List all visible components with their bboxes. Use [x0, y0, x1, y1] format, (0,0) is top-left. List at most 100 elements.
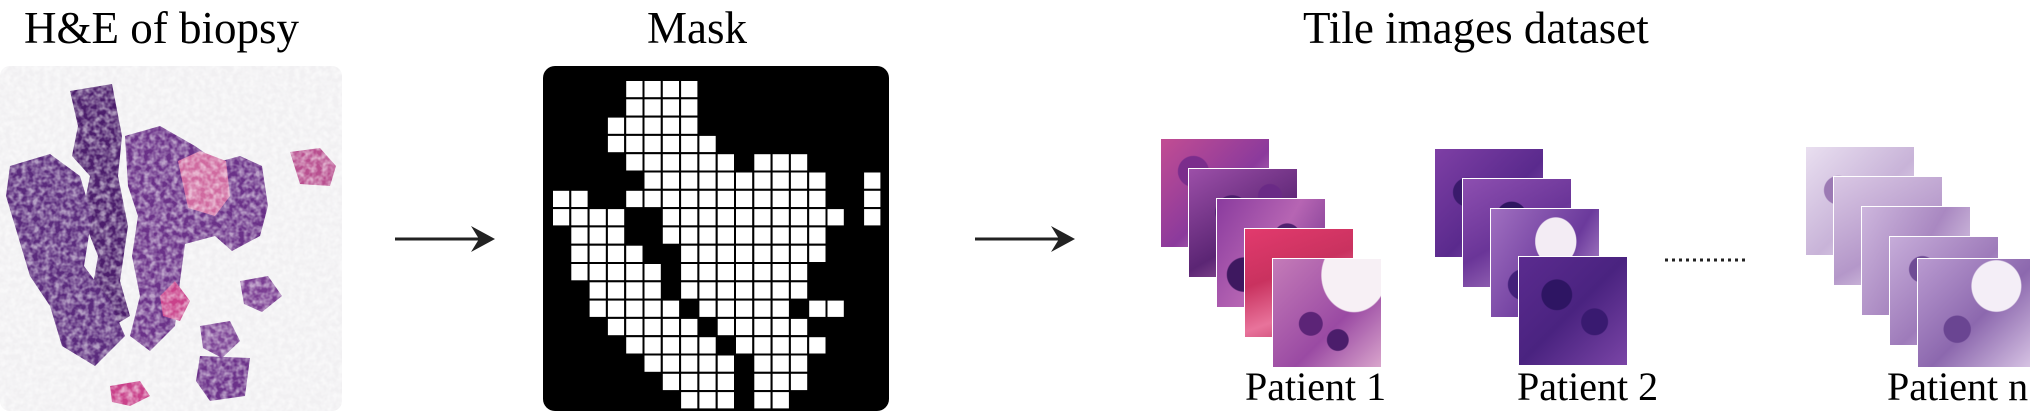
mask-cell [679, 170, 700, 191]
arrow-right-icon [395, 224, 497, 259]
mask-cell [715, 225, 736, 246]
mask-cell [807, 188, 828, 210]
patient-n-tile-stack [1805, 146, 2031, 368]
mask-cell [715, 280, 736, 301]
mask-cell [642, 97, 663, 118]
mask-cell [752, 390, 773, 411]
mask-cell [770, 280, 791, 301]
mask-cell [697, 133, 718, 155]
patient-2-label: Patient 2 [1517, 364, 1659, 409]
mask-cell [734, 188, 755, 210]
mask-cell [679, 207, 700, 228]
mask-cell [587, 207, 608, 228]
mask-cell [788, 170, 810, 191]
mask-cell [569, 243, 590, 264]
patient-1-label: Patient 1 [1245, 364, 1387, 409]
mask-cell [697, 188, 718, 210]
mask-cell [734, 207, 755, 228]
mask-cell [605, 243, 627, 264]
mask-tile-grid [551, 79, 883, 411]
mask-cell [697, 207, 718, 228]
mask-cell [734, 262, 755, 283]
mask-cell [569, 207, 590, 228]
mask-cell [605, 207, 627, 228]
mask-cell [679, 262, 700, 283]
mask-cell [752, 371, 773, 393]
mask-cell [642, 335, 663, 356]
mask-cell [660, 97, 682, 118]
mask-cell [770, 207, 791, 228]
mask-cell [715, 298, 736, 319]
mask-cell [807, 207, 828, 228]
mask-cell [734, 280, 755, 301]
mask-cell [642, 298, 663, 319]
mask-cell [770, 243, 791, 264]
mask-cell [697, 225, 718, 246]
mask-cell [734, 225, 755, 246]
mask-cell [587, 225, 608, 246]
mask-cell [752, 335, 773, 356]
mask-cell [807, 170, 828, 191]
mask-cell [715, 371, 736, 393]
mask-cell [642, 79, 663, 100]
mask-cell [788, 280, 810, 301]
mask-cell [642, 188, 663, 210]
mask-cell [660, 353, 682, 374]
mask-cell [770, 298, 791, 319]
patient-n-label: Patient n [1887, 364, 2029, 409]
mask-cell [642, 280, 663, 301]
mask-cell [642, 152, 663, 173]
mask-cell [788, 353, 810, 374]
mask-cell [752, 316, 773, 338]
mask-cell [679, 152, 700, 173]
mask-cell [862, 207, 883, 228]
mask-cell [642, 353, 663, 374]
mask-cell [679, 133, 700, 155]
mask-cell [734, 298, 755, 319]
mask-cell [551, 207, 572, 228]
mask-cell [734, 335, 755, 356]
he-biopsy-image [0, 66, 342, 411]
mask-cell [715, 170, 736, 191]
mask-cell [624, 316, 645, 338]
mask-cell [605, 262, 627, 283]
mask-cell [587, 280, 608, 301]
mask-cell [770, 225, 791, 246]
mask-cell [770, 170, 791, 191]
mask-cell [605, 115, 627, 136]
mask-cell [715, 243, 736, 264]
mask-cell [642, 170, 663, 191]
mask-cell [734, 316, 755, 338]
mask-cell [624, 115, 645, 136]
mask-cell [660, 152, 682, 173]
mask-cell [770, 316, 791, 338]
mask-cell [605, 298, 627, 319]
mask-cell [660, 133, 682, 155]
mask-cell [679, 243, 700, 264]
mask-cell [697, 298, 718, 319]
mask-cell [624, 188, 645, 210]
arrow-right-icon [975, 224, 1077, 259]
mask-cell [752, 243, 773, 264]
mask-cell [825, 298, 846, 319]
mask-cell [715, 152, 736, 173]
mask-cell [715, 353, 736, 374]
mask-cell [788, 243, 810, 264]
mask-cell [697, 262, 718, 283]
mask-cell [679, 390, 700, 411]
mask-cell [569, 188, 590, 210]
mask-cell [862, 170, 883, 191]
mask-cell [715, 390, 736, 411]
mask-cell [569, 262, 590, 283]
mask-cell [752, 152, 773, 173]
mask-cell [825, 207, 846, 228]
mask-cell [807, 298, 828, 319]
mask-cell [697, 335, 718, 356]
mask-cell [660, 79, 682, 100]
mask-cell [624, 262, 645, 283]
mask-cell [679, 188, 700, 210]
mask-cell [788, 207, 810, 228]
mask-image [543, 66, 889, 411]
mask-cell [752, 170, 773, 191]
mask-cell [788, 335, 810, 356]
